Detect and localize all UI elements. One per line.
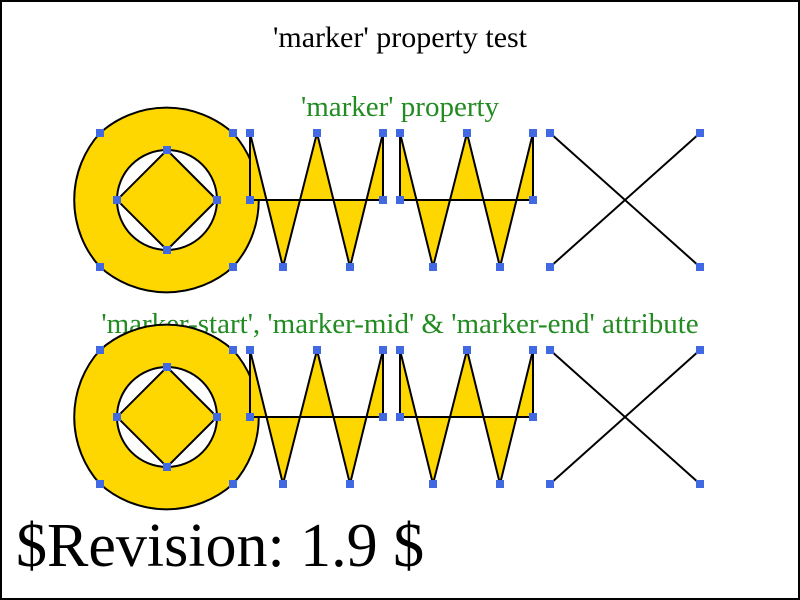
page-title: 'marker' property test: [273, 21, 528, 54]
section-marker-attributes: 'marker-start', 'marker-mid' & 'marker-e…: [73, 308, 704, 511]
section-heading: 'marker' property: [301, 91, 500, 123]
section-marker-property: 'marker' property: [73, 91, 704, 294]
revision-label: $Revision: 1.9 $: [16, 512, 424, 580]
